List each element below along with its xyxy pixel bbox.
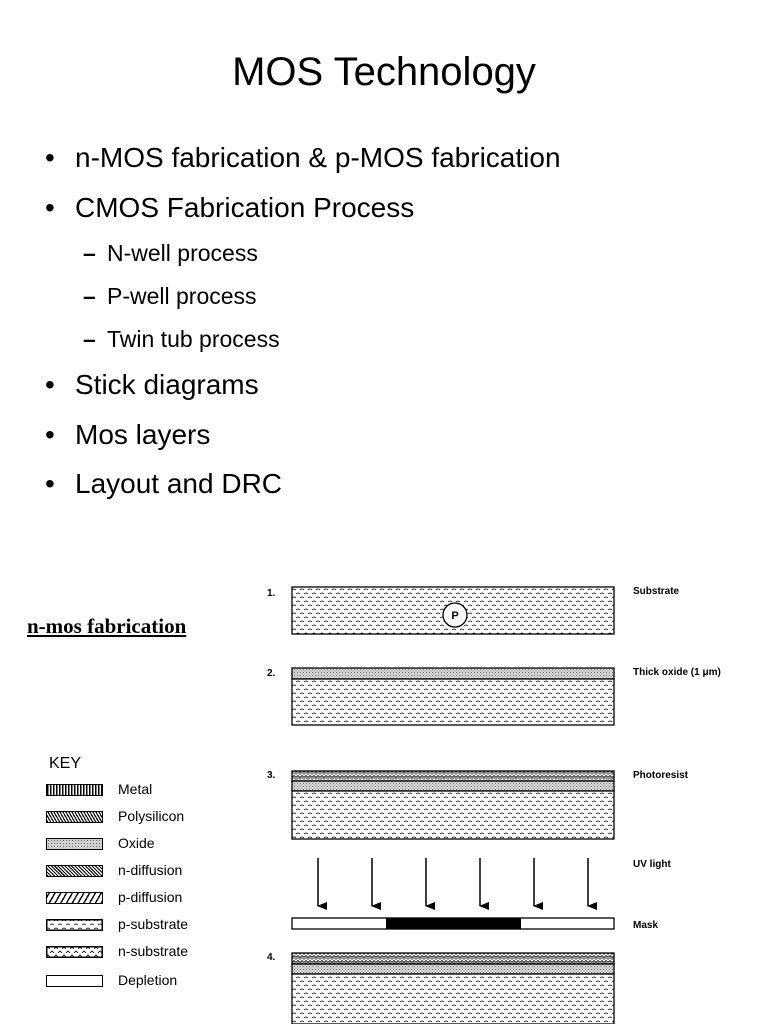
key-label: n-substrate [118,943,189,959]
uv-arrows [317,858,597,910]
step4-substrate-layer [291,973,615,1024]
thick-oxide-label: Thick oxide (1 μm) [633,667,721,678]
bullet-text: Stick diagrams [75,369,259,400]
bullet-glyph: • [45,468,55,499]
mask-label: Mask [633,920,659,931]
key-label: Polysilicon [118,808,185,824]
step-number: 4. [267,952,276,963]
key-label: p-diffusion [118,889,183,905]
p-substrate-swatch [46,919,103,931]
key-label: n-diffusion [118,862,183,878]
step-number: 1. [267,588,276,599]
n-diffusion-swatch [46,865,103,877]
list-item: • Mos layers [45,418,210,452]
list-item: • CMOS Fabrication Process [45,191,414,225]
dash-glyph: – [83,283,96,309]
bullet-glyph: • [45,142,55,173]
step3-oxide-layer [291,780,615,792]
sub-bullet-text: P-well process [107,283,257,309]
sub-list-item: –P-well process [83,282,257,310]
dash-glyph: – [83,240,96,266]
sub-list-item: –N-well process [83,239,258,267]
step2-oxide-layer [291,667,615,680]
bullet-text: Layout and DRC [75,468,283,499]
bullet-glyph: • [45,369,55,400]
list-item: • Layout and DRC [45,467,282,501]
dash-glyph: – [83,326,96,352]
bullet-text: n-MOS fabrication & p-MOS fabrication [75,142,561,173]
p-type-marker-label: P [451,610,458,622]
key-label: Oxide [118,835,155,851]
step3-substrate-layer [291,790,615,840]
key-label: p-substrate [118,916,189,932]
step4-photoresist-layer [291,952,615,965]
p-diffusion-swatch [46,892,103,904]
step-number: 3. [267,770,276,781]
sub-bullet-text: Twin tub process [107,326,280,352]
step-number: 2. [267,668,276,679]
sub-list-item: –Twin tub process [83,325,280,353]
photoresist-label: Photoresist [633,770,689,781]
step2-substrate-layer [291,678,615,726]
p-type-marker [442,602,468,628]
bullet-text: Mos layers [75,419,211,450]
bullet-glyph: • [45,192,55,223]
step4-oxide-layer [291,963,615,975]
depletion-swatch [46,975,103,987]
step3-photoresist-layer [291,770,615,782]
figure-heading: n-mos fabrication [27,614,187,638]
substrate-label: Substrate [633,586,680,597]
key-label: Depletion [118,972,178,988]
mask-opaque-region [386,918,521,929]
bullet-text: CMOS Fabrication Process [75,192,415,223]
list-item: • Stick diagrams [45,368,259,402]
page-title: MOS Technology [232,50,536,94]
oxide-swatch [46,838,103,850]
key-label: Metal [118,781,153,797]
uv-light-label: UV light [633,859,671,870]
polysilicon-swatch [46,811,103,823]
list-item: • n-MOS fabrication & p-MOS fabrication [45,141,561,175]
metal-swatch [46,784,103,796]
sub-bullet-text: N-well process [107,240,258,266]
n-substrate-swatch [46,946,103,958]
bullet-glyph: • [45,419,55,450]
key-title: KEY [49,755,82,772]
